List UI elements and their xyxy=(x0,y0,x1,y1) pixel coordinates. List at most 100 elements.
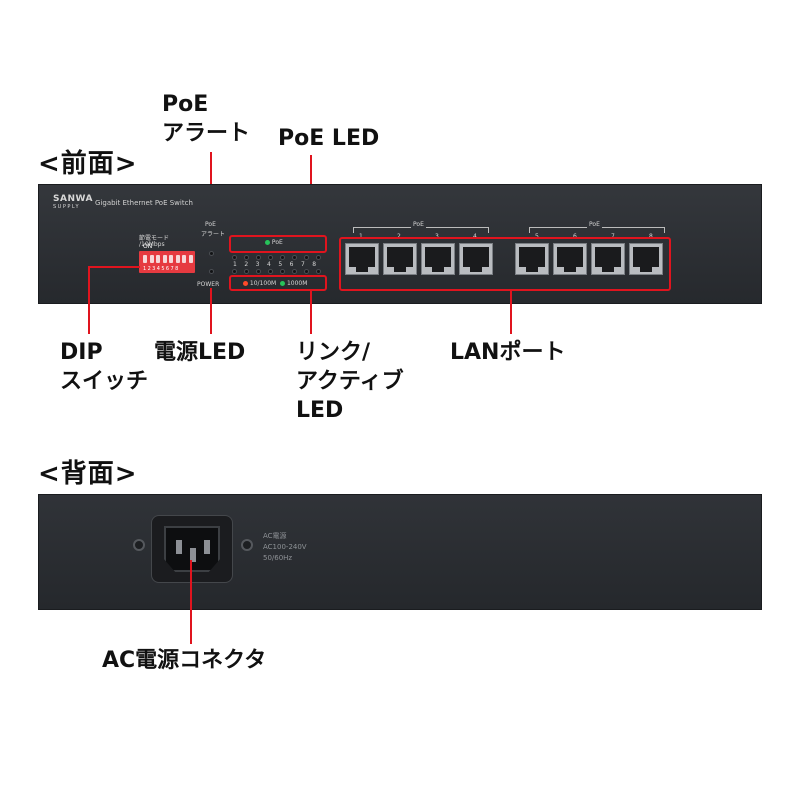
dip-label-2: /10Mbps xyxy=(139,241,165,248)
poe-led-callout: PoE LED xyxy=(278,126,380,151)
dip-switch[interactable]: ON 12345678 xyxy=(139,243,195,273)
poe-led xyxy=(316,255,321,260)
screw-icon xyxy=(133,539,145,551)
dip-toggle[interactable] xyxy=(182,255,186,263)
ac-socket xyxy=(164,526,220,572)
link-line3: LED xyxy=(296,398,344,423)
dip-line2: スイッチ xyxy=(60,369,149,394)
poe-alert-line2: アラート xyxy=(162,121,251,146)
port-number: 7 xyxy=(611,233,615,240)
ac-line3: 50/60Hz xyxy=(263,554,293,562)
link-led xyxy=(292,269,297,274)
port-group-label: PoE xyxy=(587,221,602,228)
dip-toggle[interactable] xyxy=(188,255,193,263)
lan-port-4[interactable] xyxy=(459,243,493,275)
speed-1000: 1000M xyxy=(286,280,308,287)
ac-pin xyxy=(176,540,182,554)
dip-toggle[interactable] xyxy=(143,255,147,263)
lan-ports-callout: LANポート xyxy=(450,340,566,365)
link-line1: リンク/ xyxy=(296,340,371,365)
poe-led-label: PoE xyxy=(265,239,283,246)
back-heading: <背面> xyxy=(38,459,138,489)
ac-pin xyxy=(190,548,196,562)
back-panel: AC電源 AC100-240V 50/60Hz xyxy=(38,494,762,610)
ac-rating-text: AC電源 AC100-240V 50/60Hz xyxy=(263,531,307,564)
poe-led xyxy=(304,255,309,260)
poe-led xyxy=(232,255,237,260)
poe-led xyxy=(292,255,297,260)
poe-alert-led xyxy=(209,251,214,256)
dip-toggle[interactable] xyxy=(156,255,160,263)
ac-line2: AC100-240V xyxy=(263,543,307,551)
front-panel: SANWA SUPPLY Gigabit Ethernet PoE Switch… xyxy=(38,184,762,304)
link-led xyxy=(232,269,237,274)
dip-line1: DIP xyxy=(60,340,103,365)
port-group-label: PoE xyxy=(411,221,426,228)
dip-label-1: 節電モード xyxy=(139,235,170,242)
port-number: 4 xyxy=(473,233,477,240)
lan-port-3[interactable] xyxy=(421,243,455,275)
lan-leader xyxy=(510,290,512,334)
port-number: 2 xyxy=(397,233,401,240)
lan-port-8[interactable] xyxy=(629,243,663,275)
dip-leader-v xyxy=(88,266,90,334)
link-led xyxy=(316,269,321,274)
model-label: Gigabit Ethernet PoE Switch xyxy=(95,199,193,207)
dip-toggle[interactable] xyxy=(149,255,154,263)
poe-alert-callout: PoE アラート xyxy=(162,90,250,148)
port-number: 5 xyxy=(535,233,539,240)
poe-led xyxy=(280,255,285,260)
power-label: POWER xyxy=(197,281,220,288)
speed-10-100: 10/100M xyxy=(249,280,277,287)
link-led xyxy=(256,269,261,274)
poe-led xyxy=(256,255,261,260)
port-number: 6 xyxy=(573,233,577,240)
poe-led xyxy=(244,255,249,260)
port-number: 1 xyxy=(359,233,363,240)
logo-sub: SUPPLY xyxy=(53,204,81,210)
dip-numbers: 12345678 xyxy=(143,266,180,272)
dip-on-label: ON xyxy=(143,243,153,250)
link-led xyxy=(268,269,273,274)
poe-alert-small-1: PoE xyxy=(205,221,216,228)
speed-labels: 10/100M 1000M xyxy=(243,280,307,287)
link-led-box xyxy=(229,275,327,291)
poe-led xyxy=(268,255,273,260)
link-line2: アクティブ xyxy=(296,369,404,394)
port-number: 8 xyxy=(649,233,653,240)
green-dot-icon xyxy=(265,240,270,245)
link-leader xyxy=(310,290,312,334)
port-number: 3 xyxy=(435,233,439,240)
lan-port-2[interactable] xyxy=(383,243,417,275)
poe-led-box xyxy=(229,235,327,253)
power-led-callout: 電源LED xyxy=(154,340,246,365)
lan-port-6[interactable] xyxy=(553,243,587,275)
link-led xyxy=(304,269,309,274)
front-heading: <前面> xyxy=(38,149,138,179)
logo-main: SANWA xyxy=(53,194,93,204)
ac-line1: AC電源 xyxy=(263,532,287,540)
lan-ports-box xyxy=(339,237,671,291)
screw-icon xyxy=(241,539,253,551)
dip-toggle[interactable] xyxy=(175,255,180,263)
link-led xyxy=(244,269,249,274)
ac-connector-callout: AC電源コネクタ xyxy=(102,648,267,673)
ac-pin xyxy=(204,540,210,554)
dip-toggle[interactable] xyxy=(162,255,167,263)
lan-port-1[interactable] xyxy=(345,243,379,275)
green-dot-icon xyxy=(280,281,286,286)
lan-port-5[interactable] xyxy=(515,243,549,275)
ac-leader xyxy=(190,560,192,644)
link-led xyxy=(280,269,285,274)
link-led-callout: リンク/ アクティブ LED xyxy=(296,338,404,425)
lan-port-7[interactable] xyxy=(591,243,625,275)
dip-leader-h xyxy=(88,266,140,268)
poe-alert-small-2: アラート xyxy=(201,231,226,238)
orange-dot-icon xyxy=(243,281,248,286)
poe-led-text: PoE xyxy=(271,239,283,246)
led-numbers: 12345678 xyxy=(233,261,324,268)
power-led xyxy=(209,269,214,274)
sanwa-logo: SANWA SUPPLY xyxy=(53,195,93,211)
dip-toggle[interactable] xyxy=(169,255,173,263)
ac-inlet[interactable] xyxy=(151,515,233,583)
